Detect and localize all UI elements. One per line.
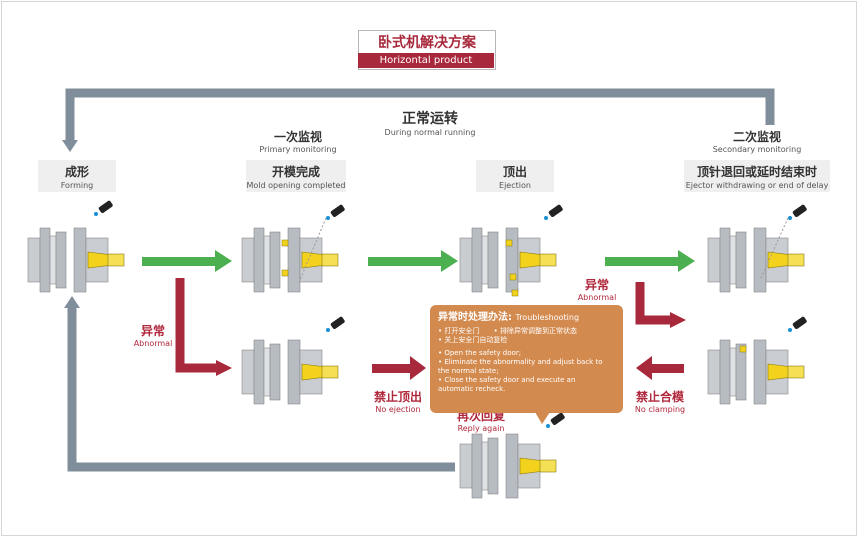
normal-running-zh: 正常运转 xyxy=(402,111,458,127)
troubleshooting-step3-zh: • 关上安全门自动复检 xyxy=(438,336,508,344)
normal-running-en: During normal running xyxy=(384,128,476,137)
primary-monitoring-zh: 一次监视 xyxy=(273,130,322,144)
abnormal-left-en: Abnormal xyxy=(133,339,173,348)
abnormal-right-zh: 异常 xyxy=(584,278,609,292)
secondary-monitoring-en: Secondary monitoring xyxy=(712,145,802,154)
no-clamping-zh: 禁止合模 xyxy=(635,390,684,404)
troubleshooting-zh-row1: • 打开安全门 • 排除异常调整到正常状态 xyxy=(438,327,623,336)
abnormal-left-zh: 异常 xyxy=(140,324,165,338)
stage-mold-opening-en: Mold opening completed xyxy=(246,181,346,190)
bottom-loop-line xyxy=(67,305,455,472)
stage-ejection-en: Ejection xyxy=(499,181,531,190)
green-arrow-1 xyxy=(142,257,217,266)
troubleshooting-step3-en-2: automatic recheck. xyxy=(438,385,506,393)
troubleshooting-step1-zh: • 打开安全门 xyxy=(438,327,480,335)
troubleshooting-title-zh: 异常时处理办法: xyxy=(438,312,512,323)
green-arrow-3 xyxy=(605,257,680,266)
header-title-zh: 卧式机解决方案 xyxy=(378,35,476,51)
troubleshooting-title-en: Troubleshooting xyxy=(515,313,580,322)
troubleshooting-step2-zh: • 排除异常调整到正常状态 xyxy=(493,327,577,335)
red-arrow-abnormal-left xyxy=(175,278,218,373)
bottom-loop-arrowhead xyxy=(64,296,80,308)
abnormal-label-right: 异常 Abnormal xyxy=(574,276,620,302)
stage-forming-zh: 成形 xyxy=(64,165,89,179)
troubleshooting-step1-en: • Open the safety door; xyxy=(438,349,522,357)
mold-abnormal-left xyxy=(241,339,339,405)
no-ejection-en: No ejection xyxy=(375,405,421,414)
green-arrow-2 xyxy=(368,257,443,266)
no-clamping-en: No clamping xyxy=(634,405,686,414)
red-arrow-abnormal-right xyxy=(635,282,672,325)
mold-ejection xyxy=(459,227,557,293)
stage-ejector-withdrawing-en: Ejector withdrawing or end of delay xyxy=(685,181,829,190)
header-title-box: 卧式机解决方案 Horizontal product xyxy=(358,30,496,70)
abnormal-right-en: Abnormal xyxy=(577,293,617,302)
top-loop-line xyxy=(65,88,775,145)
primary-monitoring-en: Primary monitoring xyxy=(259,145,337,154)
no-ejection-zh: 禁止顶出 xyxy=(373,390,422,404)
mold-ejector-return xyxy=(707,227,805,293)
red-arrow-no-clamping xyxy=(650,364,684,373)
top-loop-arrowhead xyxy=(62,140,78,152)
abnormal-label-left: 异常 Abnormal xyxy=(130,322,176,348)
mold-abnormal-right xyxy=(707,339,805,405)
header-title-en: Horizontal product xyxy=(358,53,494,68)
mold-reply xyxy=(459,433,557,499)
mold-forming xyxy=(27,227,125,293)
troubleshooting-step2-en-2: the normal state; xyxy=(438,367,499,375)
secondary-monitoring-zh: 二次监视 xyxy=(732,130,781,144)
troubleshooting-box: 异常时处理办法: Troubleshooting • 打开安全门 • 排除异常调… xyxy=(430,305,623,413)
troubleshooting-title: 异常时处理办法: Troubleshooting xyxy=(438,312,623,324)
stage-mold-opening-zh: 开模完成 xyxy=(271,165,320,179)
troubleshooting-step3-en-1: • Close the safety door and execute an xyxy=(438,376,576,384)
no-clamping-label: 禁止合模 No clamping xyxy=(628,388,692,414)
stage-forming: 成形 Forming xyxy=(38,160,116,192)
stage-ejector-withdrawing: 顶针退回或延时结束时 Ejector withdrawing or end of… xyxy=(684,160,830,192)
primary-monitoring-label: 一次监视 Primary monitoring xyxy=(248,128,348,154)
normal-running-label: 正常运转 During normal running xyxy=(380,108,480,137)
stage-ejection-zh: 顶出 xyxy=(502,165,527,179)
troubleshooting-step2-en-1: • Eliminate the abnormality and adjust b… xyxy=(438,358,603,366)
secondary-monitoring-label: 二次监视 Secondary monitoring xyxy=(707,128,807,154)
red-arrow-no-ejection xyxy=(372,364,412,373)
stage-forming-en: Forming xyxy=(60,181,94,190)
stage-mold-opening: 开模完成 Mold opening completed xyxy=(246,160,346,192)
stage-ejection: 顶出 Ejection xyxy=(476,160,554,192)
no-ejection-label: 禁止顶出 No ejection xyxy=(366,388,430,414)
stage-ejector-withdrawing-zh: 顶针退回或延时结束时 xyxy=(696,165,817,179)
reply-again-en: Reply again xyxy=(457,424,505,433)
mold-opening xyxy=(241,227,339,293)
